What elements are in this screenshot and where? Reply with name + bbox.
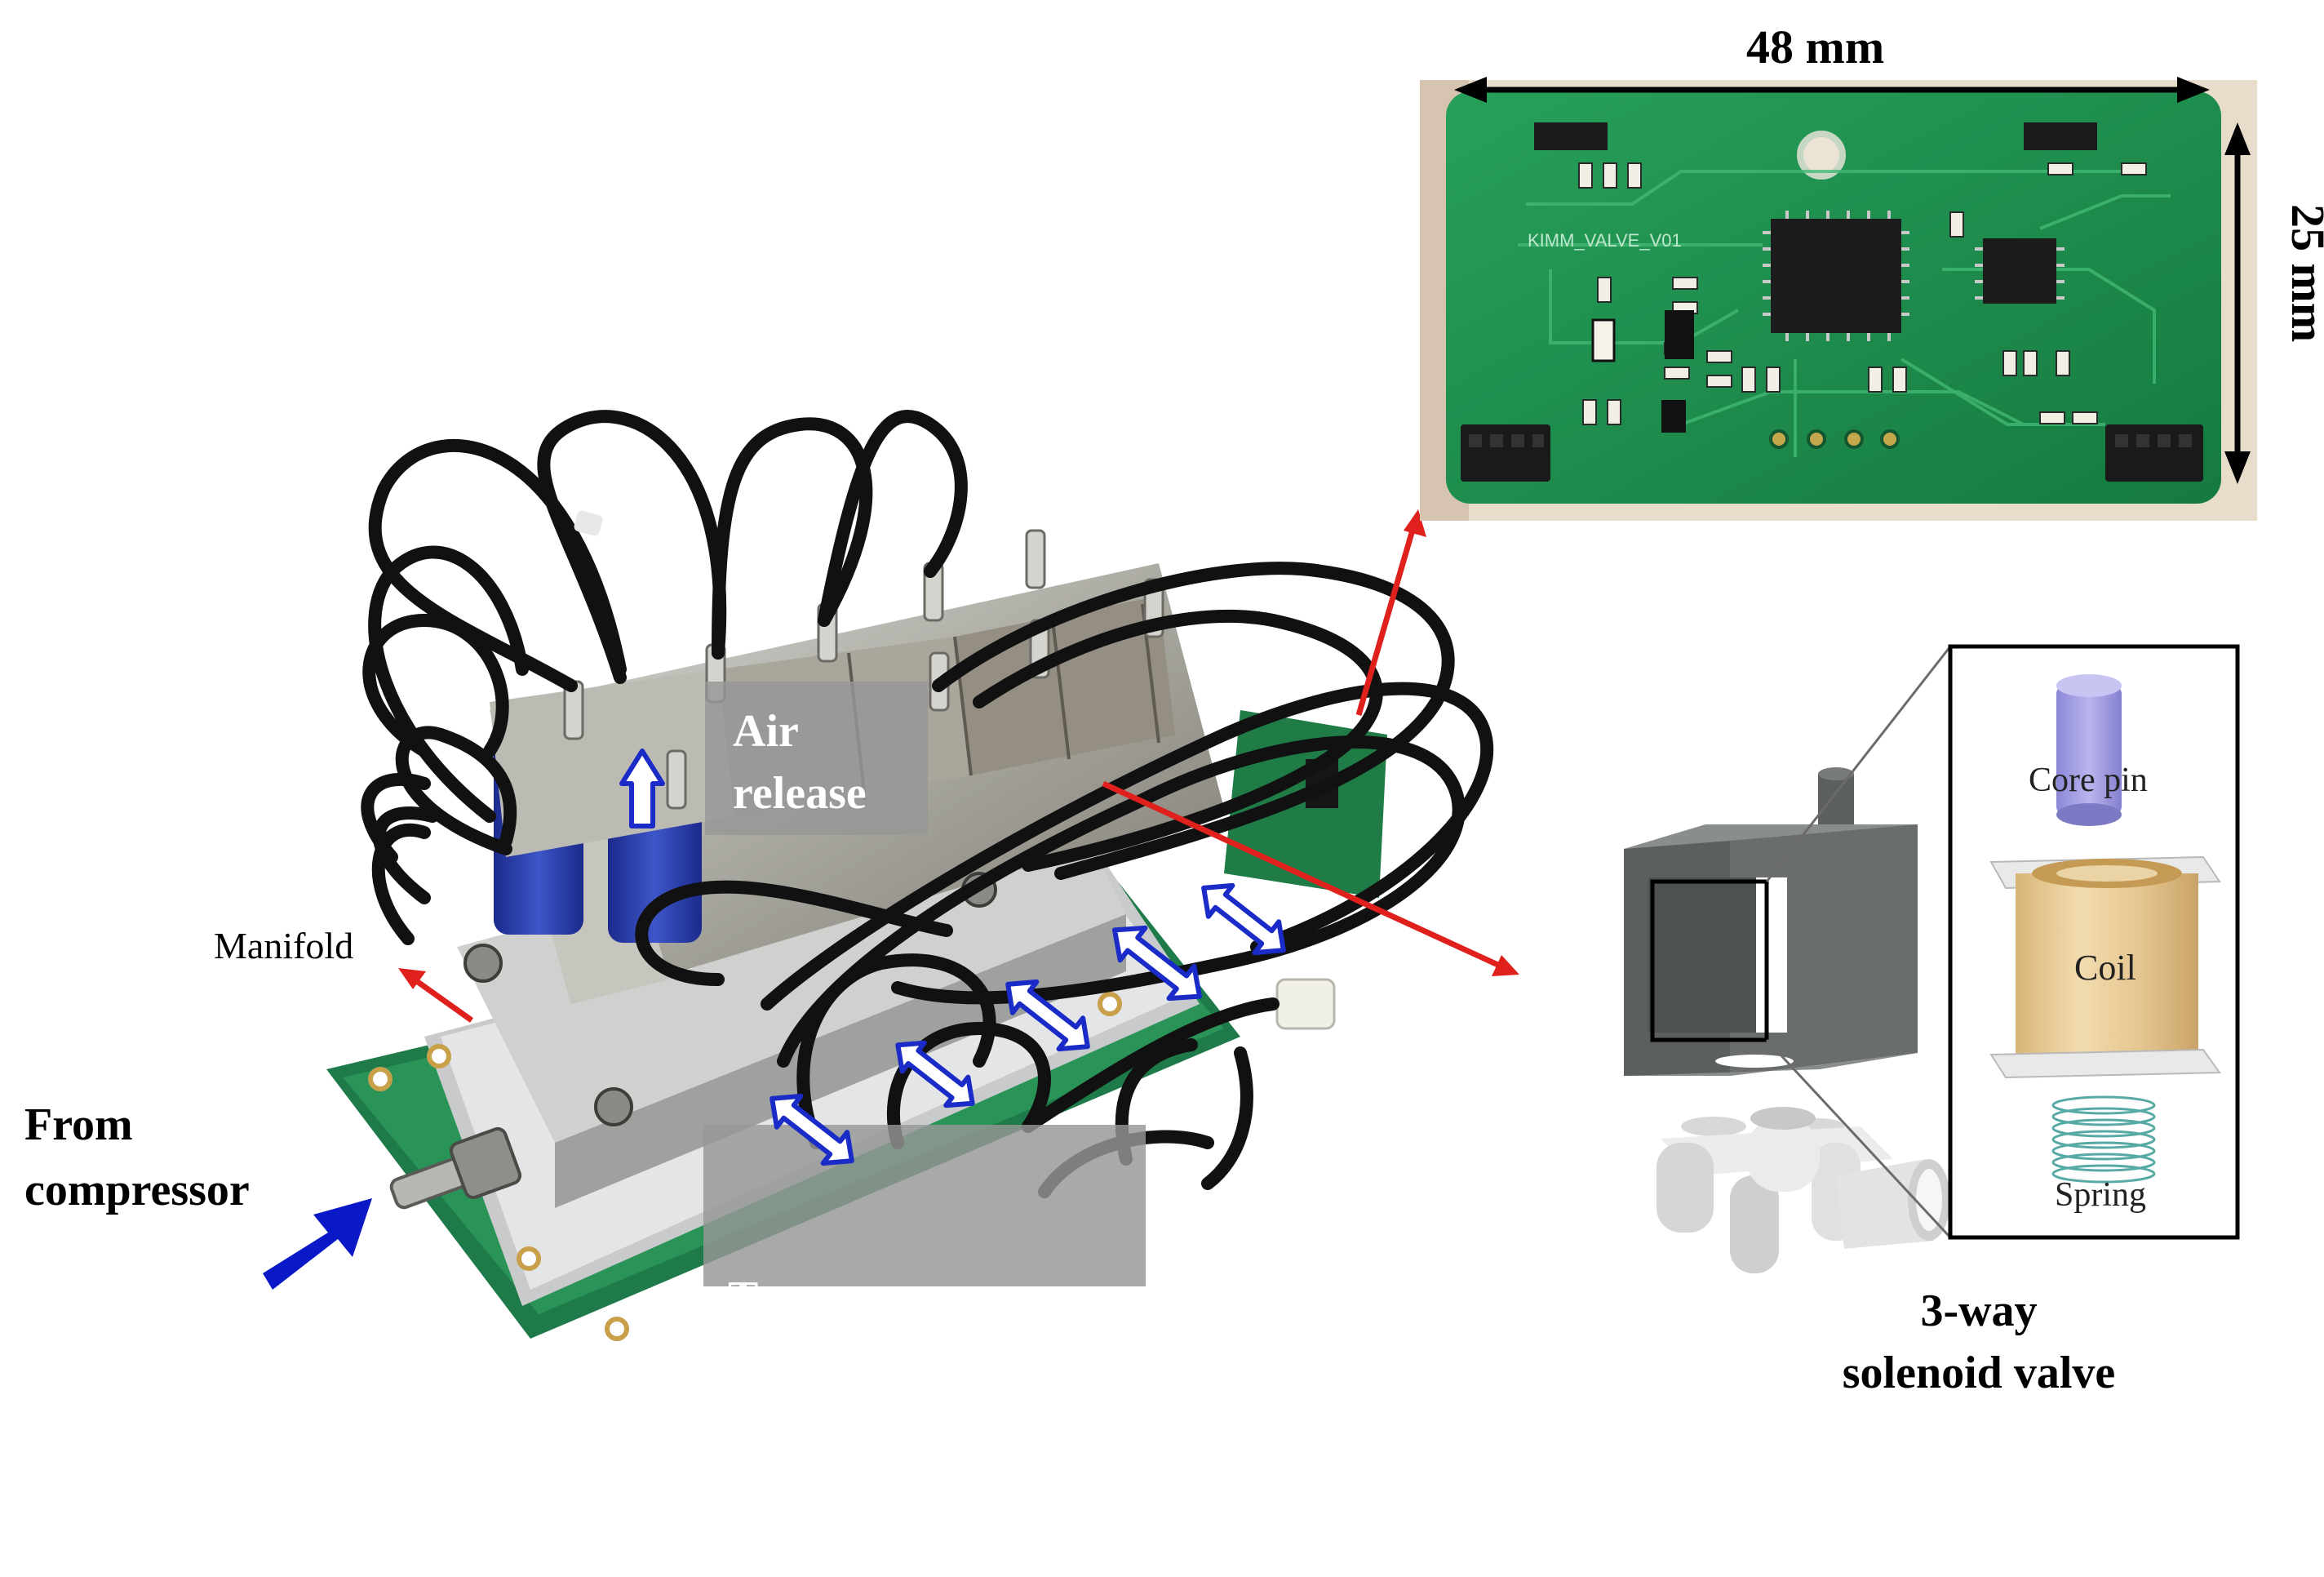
pcb-photo [1420, 80, 2257, 521]
to-mattress-label: To mattress air cell [728, 1143, 1049, 1577]
manifold-label: Manifold [214, 925, 354, 966]
to-mattress-line2: mattress air cell [728, 1459, 1050, 1509]
pcb-width-label: 48 mm [1746, 20, 1885, 73]
core-pin-label: Core pin [2029, 762, 2148, 799]
width-dimension-arrow [1454, 77, 2210, 103]
from-compressor-line2: compressor [24, 1165, 250, 1215]
spring-label: Spring [2055, 1176, 2147, 1214]
from-compressor-label: From compressor [24, 1092, 250, 1223]
red-pointer-arrows [398, 509, 1519, 1023]
air-release-overlay [705, 682, 928, 835]
inlet-arrow [263, 1198, 372, 1290]
coil-part [1989, 855, 2221, 1079]
air-release-arrow [619, 749, 665, 828]
air-release-label: Air release [733, 700, 867, 824]
core-pin-part [2056, 674, 2122, 826]
valve-title-line1: 3-way [1920, 1286, 2038, 1336]
to-mattress-overlay [703, 1125, 1146, 1286]
airflow-double-arrows [769, 882, 1286, 1166]
spring-part [2051, 1095, 2156, 1184]
pcb-silk-text: KIMM_VALVE_V01 [1528, 230, 1682, 251]
air-release-line1: Air [733, 706, 799, 757]
pcb-height-label: 25 mm [2282, 204, 2324, 343]
height-dimension-arrow [2224, 122, 2251, 484]
valve-title: 3-way solenoid valve [1787, 1280, 2171, 1404]
coil-label: Coil [2074, 948, 2136, 988]
figure-canvas [263, 77, 2257, 1341]
solenoid-valve-drawing [1624, 767, 1950, 1273]
to-mattress-line1: To [728, 1273, 778, 1323]
air-release-line2: release [733, 768, 867, 819]
valve-title-line2: solenoid valve [1842, 1348, 2116, 1398]
from-compressor-line1: From [24, 1099, 133, 1150]
